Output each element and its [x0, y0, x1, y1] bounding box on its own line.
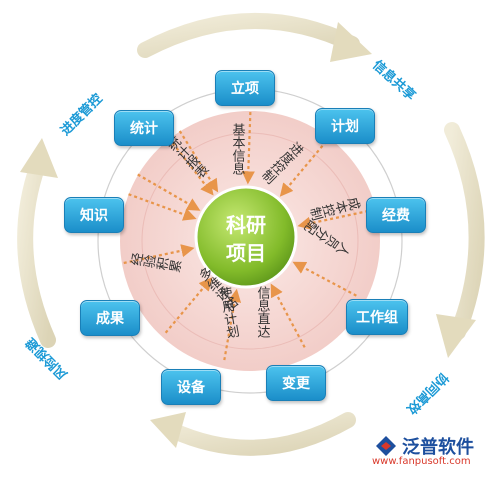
node-chengguo[interactable]: 成果: [80, 300, 140, 336]
center-circle: [194, 185, 298, 289]
node-gongzuozu[interactable]: 工作组: [346, 299, 408, 335]
outer-arrow-right: [444, 122, 485, 340]
spoke-arrow: [292, 261, 357, 297]
outer-arrow-bottom-head: [150, 412, 186, 448]
spoke-label-jibenxinxi: 基本信息: [230, 123, 246, 175]
spoke-arrow: [137, 173, 201, 211]
spoke-label-xinxizhida: 信息直达: [255, 286, 271, 339]
outer-arrow-right-head: [436, 314, 476, 358]
outer-cycle-arrows: [17, 12, 485, 456]
outer-phrase-top-right: 信息共享: [369, 57, 418, 104]
spoke-arrow: [164, 277, 213, 334]
node-jihua[interactable]: 计划: [315, 108, 375, 144]
spoke-arrow: [270, 283, 306, 348]
node-zhishi[interactable]: 知识: [64, 197, 124, 233]
spoke-arrow: [241, 112, 255, 185]
brand-logo-icon: [376, 436, 396, 456]
outer-arrow-left-head: [20, 138, 58, 178]
spoke-arrow: [168, 137, 214, 196]
spoke-arrow: [297, 209, 369, 230]
outer-phrase-top-left: 进度管控: [58, 91, 106, 139]
node-lixiang[interactable]: 立项: [215, 70, 275, 106]
brand-name: 泛普软件: [402, 437, 474, 458]
outer-arrow-left: [17, 157, 56, 348]
center-line1: 科研: [226, 213, 266, 237]
spoke-arrow: [279, 140, 328, 197]
outer-arrow-top-head: [330, 22, 372, 62]
spoke-arrow: [128, 193, 197, 221]
node-biangeng[interactable]: 变更: [266, 365, 326, 401]
spoke-arrow: [223, 288, 242, 361]
center-line2: 项目: [226, 241, 266, 265]
brand-block: 泛普软件 www.fanpusoft.com: [372, 431, 497, 471]
spoke-arrow: [123, 244, 195, 265]
outer-arrow-top: [137, 12, 360, 58]
spoke-arrow: [178, 130, 219, 193]
outer-arrow-bottom: [164, 412, 356, 456]
node-jingfei[interactable]: 经费: [366, 197, 426, 233]
node-shebei[interactable]: 设备: [161, 369, 221, 405]
node-tongji[interactable]: 统计: [114, 110, 174, 146]
spoke-arrows: [123, 112, 369, 361]
outer-phrase-bottom-right: 协同高效: [403, 369, 452, 418]
brand-url: www.fanpusoft.com: [372, 456, 471, 467]
